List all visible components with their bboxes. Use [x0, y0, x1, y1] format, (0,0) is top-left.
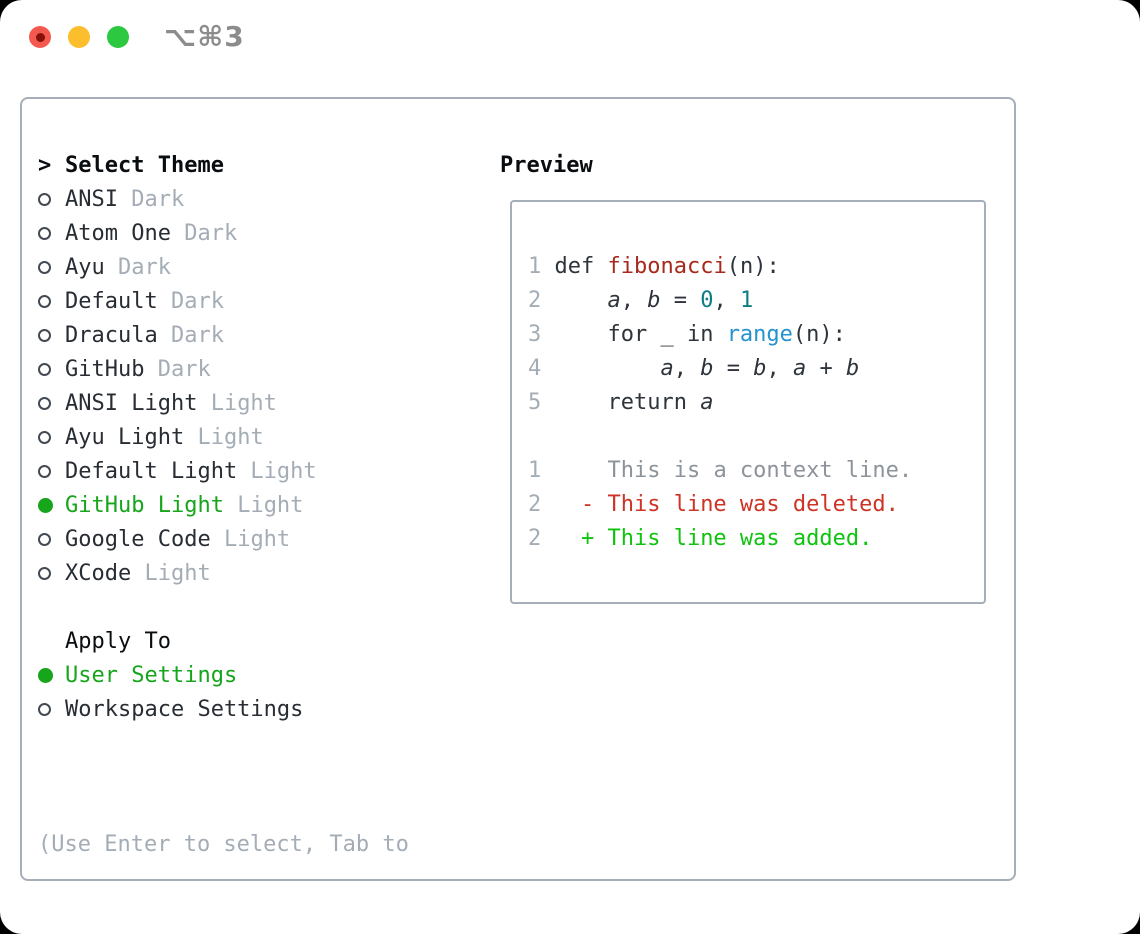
diff-preview: 1 This is a context line. 2 - This line w… — [528, 454, 984, 556]
theme-option-google-code[interactable]: Google Code Light — [38, 522, 409, 556]
theme-option-github[interactable]: GitHub Dark — [38, 352, 409, 386]
radio-icon — [38, 294, 51, 308]
code-line: 2 - This line was deleted. — [528, 492, 899, 517]
radio-icon — [38, 226, 51, 240]
apply-option-workspace-settings[interactable]: Workspace Settings — [38, 692, 409, 726]
variant-label: Light — [237, 458, 317, 484]
help-line-2: change focus) — [38, 930, 409, 934]
code-line: 4 a, b = b, a + b — [528, 356, 860, 381]
theme-option-label: Default Light — [65, 458, 238, 484]
theme-option-ansi[interactable]: ANSI Dark — [38, 182, 409, 216]
theme-option-label: Dracula — [65, 322, 158, 348]
code-line: 1 def fibonacci(n): — [528, 254, 780, 279]
unsaved-dot-icon — [35, 32, 45, 42]
theme-option-ayu-light[interactable]: Ayu Light Light — [38, 420, 409, 454]
radio-icon — [38, 396, 51, 410]
code-line: 2 + This line was added. — [528, 526, 873, 551]
prompt-icon: > — [38, 152, 52, 178]
variant-label: Dark — [157, 322, 224, 348]
blank-line — [528, 420, 984, 454]
theme-option-default[interactable]: Default Dark — [38, 284, 409, 318]
theme-option-default-light[interactable]: Default Light Light — [38, 454, 409, 488]
radio-icon — [38, 328, 51, 342]
theme-option-label: Ayu — [65, 254, 105, 280]
help-line-1: (Use Enter to select, Tab to — [38, 832, 409, 857]
theme-option-label: GitHub — [65, 356, 145, 382]
theme-option-label: ANSI Light — [65, 390, 198, 416]
code-preview: 1 def fibonacci(n): 2 a, b = 0, 1 3 for _ … — [528, 250, 984, 420]
code-line: 5 return a — [528, 390, 714, 415]
radio-icon — [38, 192, 51, 206]
theme-option-github-light[interactable]: GitHub Light Light — [38, 488, 409, 522]
spacer — [38, 590, 409, 624]
apply-to-header-row: Apply To — [38, 624, 409, 658]
theme-option-label: GitHub Light — [65, 492, 224, 518]
radio-selected-icon — [38, 497, 53, 513]
theme-list-header-row: > Select Theme — [38, 148, 409, 182]
radio-icon — [38, 702, 51, 716]
radio-icon — [38, 260, 51, 274]
variant-label: Dark — [144, 356, 211, 382]
preview-header: Preview — [500, 153, 593, 178]
close-button[interactable] — [29, 26, 51, 48]
radio-icon — [38, 430, 51, 444]
code-line: 1 This is a context line. — [528, 458, 913, 483]
radio-icon — [38, 566, 51, 580]
theme-option-label: Default — [65, 288, 158, 314]
theme-option-label: Atom One — [65, 220, 171, 246]
code-line: 3 for _ in range(n): — [528, 322, 846, 347]
variant-label: Light — [131, 560, 211, 586]
theme-option-ansi-light[interactable]: ANSI Light Light — [38, 386, 409, 420]
theme-option-label: XCode — [65, 560, 132, 586]
theme-option-dracula[interactable]: Dracula Dark — [38, 318, 409, 352]
variant-label: Light — [210, 526, 291, 552]
minimize-button[interactable] — [68, 26, 90, 48]
theme-option-label: Google Code — [65, 526, 211, 552]
theme-option-label: Ayu Light — [65, 424, 185, 450]
theme-option-xcode[interactable]: XCode Light — [38, 556, 409, 590]
spacer — [38, 726, 409, 760]
radio-icon — [38, 464, 51, 478]
window-title: ⌥⌘3 — [164, 20, 245, 53]
variant-label: Dark — [157, 288, 224, 314]
apply-option-label: Workspace Settings — [65, 696, 304, 722]
radio-icon — [38, 532, 51, 546]
variant-label: Dark — [104, 254, 171, 280]
code-line: 2 a, b = 0, 1 — [528, 288, 754, 313]
help-text: (Use Enter to select, Tab to change focu… — [38, 760, 409, 934]
apply-to-header: Apply To — [65, 628, 171, 654]
radio-selected-icon — [38, 667, 53, 683]
zoom-button[interactable] — [107, 26, 129, 48]
variant-label: Light — [184, 424, 264, 450]
variant-label: Dark — [117, 186, 185, 212]
apply-option-user-settings[interactable]: User Settings — [38, 658, 409, 692]
theme-list-header: Select Theme — [65, 152, 224, 178]
apply-option-label: User Settings — [65, 662, 238, 688]
theme-option-atom-one[interactable]: Atom One Dark — [38, 216, 409, 250]
theme-option-ayu[interactable]: Ayu Dark — [38, 250, 409, 284]
variant-label: Light — [223, 492, 304, 518]
theme-option-label: ANSI — [65, 186, 118, 212]
variant-label: Dark — [170, 220, 238, 246]
radio-icon — [38, 362, 51, 376]
preview-box: 1 def fibonacci(n): 2 a, b = 0, 1 3 for _ … — [510, 200, 986, 604]
variant-label: Light — [197, 390, 277, 416]
